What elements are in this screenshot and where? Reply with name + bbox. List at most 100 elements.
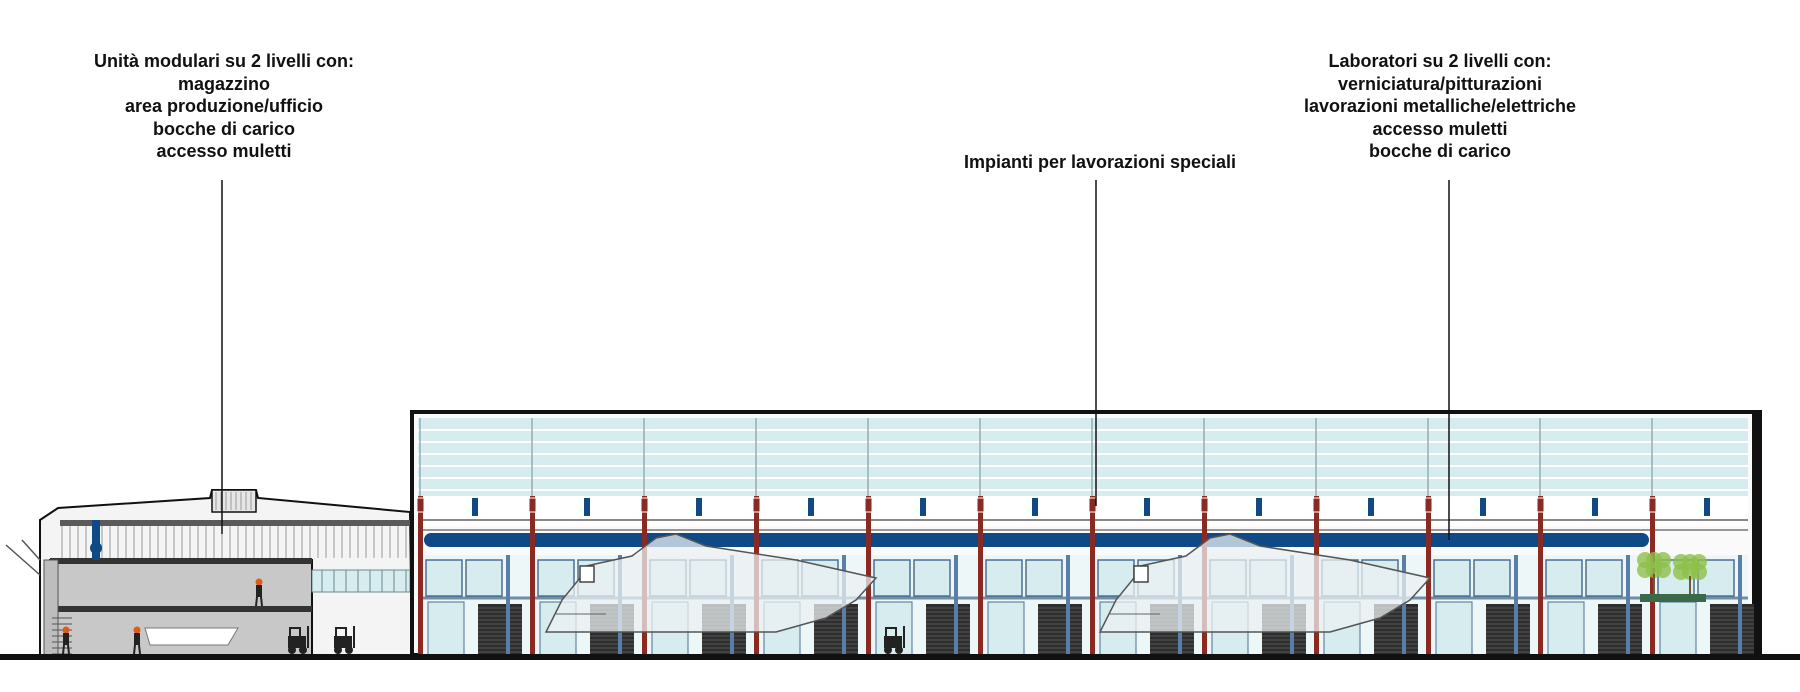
column-capital [1648,497,1657,513]
planter [1640,594,1706,602]
tree-b-foliage [1691,554,1707,570]
blue-hanger [584,498,590,516]
bay-window [1025,559,1063,597]
person-lower-body [134,633,140,645]
roof-eave [60,520,410,526]
label-special-plants: Impianti per lavorazioni speciali [940,151,1260,174]
blue-hanger [1480,498,1486,516]
label-laboratories: Laboratori su 2 livelli con: verniciatur… [1260,50,1620,163]
blue-hanger [472,498,478,516]
column-capital [640,497,649,513]
bay-window [465,559,503,597]
column-capital [976,497,985,513]
canopy-strut [21,539,41,561]
person-lower-leg [138,644,141,655]
tree-a-foliage [1655,552,1671,568]
person-lower-leg [133,644,136,655]
bay-window [1545,559,1583,597]
bay-lower-glass [1547,601,1585,656]
bay-lower-glass [1435,601,1473,656]
person-lower-head [133,626,141,634]
ground-line [0,654,1800,660]
label-line: verniciatura/pitturazioni [1337,73,1543,94]
blue-hanger [696,498,702,516]
forklift-b-cab [335,627,347,639]
person-upper-body [256,585,262,597]
red-column [418,496,423,655]
column-capital [752,497,761,513]
forklift-b-wheel [345,646,353,654]
column-capital [864,497,873,513]
hall-right-wall [1752,412,1762,655]
bay-window [425,559,463,597]
red-column [1426,496,1431,655]
blue-hanger [1144,498,1150,516]
small-boat [144,627,239,646]
label-line: accesso muletti [1372,118,1508,139]
main-hall-building [410,410,1762,657]
bay-window [537,559,575,597]
column-capital [1312,497,1321,513]
column-capital [528,497,537,513]
person-upper-head [255,578,263,586]
forklift-b-wheel [334,646,342,654]
blue-hanger [1368,498,1374,516]
column-capital [1536,497,1545,513]
yacht-hull-right-bridge [1133,565,1149,583]
label-line: bocche di carico [1368,141,1512,162]
blue-duct-end [90,542,102,554]
blue-hanger [1592,498,1598,516]
stair-tower [43,559,59,656]
red-column [978,496,983,655]
bay-window [1473,559,1511,597]
bay-window [985,559,1023,597]
bay-lower-glass [427,601,465,656]
bay-window [1585,559,1623,597]
label-line: Impianti per lavorazioni speciali [963,152,1237,172]
yacht-hull-left-bridge [579,565,595,583]
canopy-strut [5,544,41,576]
leader-lines [221,180,1450,540]
ground [0,654,1800,660]
column-capital [1200,497,1209,513]
glazed-band [311,569,411,593]
floor-slab [50,606,312,612]
red-column [1090,496,1095,655]
forklift-a-cab [289,627,301,639]
label-line: accesso muletti [156,141,292,162]
forklift-hall-wheel [895,646,903,654]
label-line: area produzione/ufficio [124,96,324,117]
person-left-leg [62,644,65,655]
forklift-a-wheel [299,646,307,654]
label-line: Laboratori su 2 livelli con: [1328,51,1552,71]
bay-lower-glass [987,601,1025,656]
person-left-body [63,633,69,645]
red-column [866,496,871,655]
red-column [530,496,535,655]
crane-beam [424,533,1649,547]
bay-window [1433,559,1471,597]
column-capital [416,497,425,513]
upper-module [49,559,313,611]
person-left-leg [67,644,70,655]
mid-band [418,496,1748,526]
blue-hanger [1256,498,1262,516]
modular-units-building [5,489,414,656]
person-upper-leg [255,596,258,607]
label-line: Unità modulari su 2 livelli con: [93,51,355,71]
label-line: magazzino [177,73,270,94]
blue-hanger [920,498,926,516]
column-capital [1424,497,1433,513]
forklift-hall-wheel [884,646,892,654]
blue-hanger [1032,498,1038,516]
upper-slab [50,558,312,564]
column-capital [1088,497,1097,513]
bay-lower-glass [1659,601,1697,656]
label-line: lavorazioni metalliche/elettriche [1303,96,1577,117]
blue-hanger [1704,498,1710,516]
label-modular-units: Unità modulari su 2 livelli con: magazzi… [74,50,374,163]
red-column [1538,496,1543,655]
forklift-a-wheel [288,646,296,654]
